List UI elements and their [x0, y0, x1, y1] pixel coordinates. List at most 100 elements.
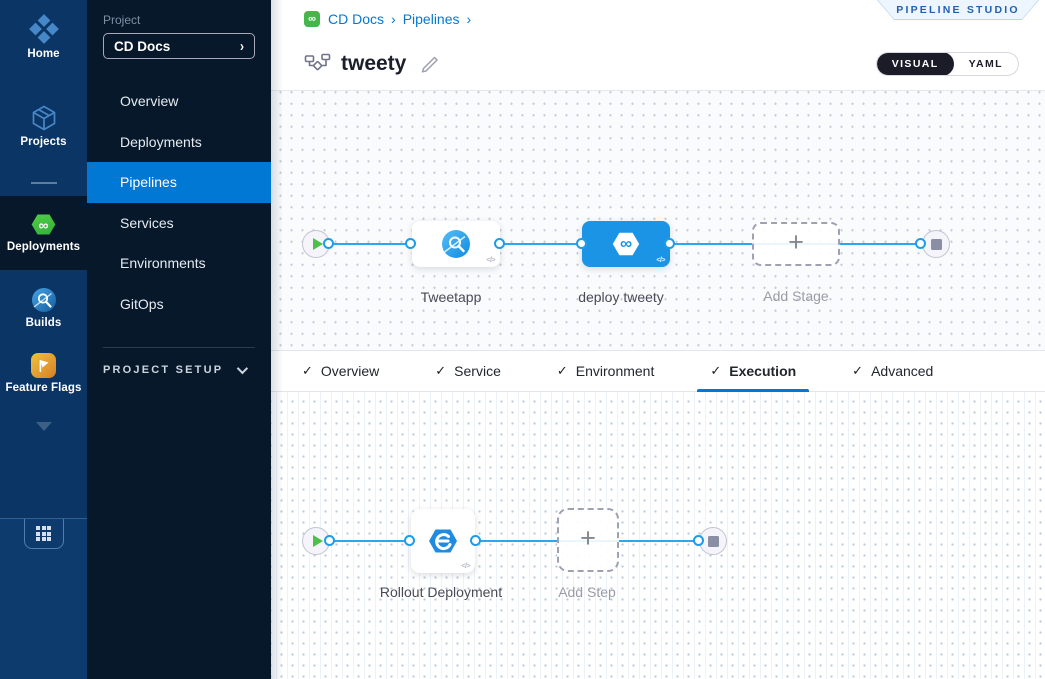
tab-label: Environment: [575, 363, 655, 379]
stage-node-deploy-tweety[interactable]: ∞ </>: [582, 221, 670, 267]
sidebar-item-environments[interactable]: Environments: [87, 243, 271, 284]
chevron-right-icon: ›: [391, 11, 396, 27]
nav-collapse-chevron-icon[interactable]: [35, 422, 52, 431]
step-node-rollout-deployment[interactable]: </>: [411, 509, 475, 573]
connector-port[interactable]: [576, 238, 587, 249]
tab-label: Execution: [729, 363, 797, 379]
project-name: CD Docs: [114, 38, 171, 54]
grid-icon: [36, 526, 51, 541]
tab-label: Advanced: [871, 363, 934, 379]
tab-label: Overview: [320, 363, 380, 379]
project-selector[interactable]: CD Docs ›: [103, 33, 255, 59]
tab-label: Service: [454, 363, 501, 379]
cube-icon: [30, 104, 58, 132]
sidebar-item-label: Deployments: [6, 241, 81, 253]
stage-node-tweetapp[interactable]: </>: [412, 221, 500, 267]
menu-item-label: Pipelines: [120, 174, 177, 191]
add-stage-button[interactable]: +: [752, 222, 840, 266]
stage-label: deploy tweety: [578, 289, 664, 305]
sidebar-item-home[interactable]: Home: [0, 0, 87, 60]
code-icon: </>: [486, 257, 495, 264]
toggle-visual[interactable]: VISUAL: [876, 53, 954, 75]
menu-item-label: Overview: [120, 93, 179, 110]
sidebar-item-feature-flags[interactable]: Feature Flags: [0, 353, 87, 394]
sidebar-item-overview[interactable]: Overview: [87, 81, 271, 122]
connector-port[interactable]: [494, 238, 505, 249]
chevron-right-icon: ›: [466, 11, 472, 27]
project-nav: Project CD Docs › Overview Deployments P…: [87, 0, 271, 679]
project-setup-toggle[interactable]: PROJECT SETUP: [87, 362, 271, 376]
check-icon: ✓: [556, 363, 568, 378]
build-stage-icon: [441, 229, 471, 259]
breadcrumb-project-link[interactable]: CD Docs: [328, 11, 385, 27]
sidebar-item-label: Feature Flags: [5, 382, 82, 394]
pipeline-studio-badge: PIPELINE STUDIO: [877, 0, 1039, 20]
sidebar-item-deployments-list[interactable]: Deployments: [87, 122, 271, 163]
check-icon: ✓: [302, 363, 313, 378]
stage-config-tabs: ✓ Overview ✓ Service ✓ Environment ✓ Exe…: [271, 350, 1045, 392]
chevron-right-icon: ›: [240, 37, 244, 55]
connector-port[interactable]: [323, 238, 334, 249]
menu-item-label: GitOps: [120, 295, 164, 312]
sidebar-item-gitops[interactable]: GitOps: [87, 284, 271, 325]
sidebar-item-pipelines[interactable]: Pipelines: [87, 162, 271, 203]
connector-port[interactable]: [324, 535, 335, 546]
plus-icon: +: [580, 523, 596, 553]
sidebar-item-label: Home: [27, 48, 60, 60]
connector-port[interactable]: [693, 535, 704, 546]
sidebar-item-services[interactable]: Services: [87, 203, 271, 244]
add-step-button[interactable]: +: [557, 508, 619, 572]
tab-execution[interactable]: ✓ Execution: [697, 351, 809, 392]
chevron-down-icon: [237, 362, 249, 375]
tab-service[interactable]: ✓ Service: [422, 351, 514, 391]
edit-pencil-icon[interactable]: [420, 54, 440, 74]
step-connector-line: [316, 540, 699, 542]
check-icon: ✓: [710, 363, 722, 378]
sidebar-item-projects[interactable]: Projects: [0, 104, 87, 148]
execution-canvas[interactable]: </> + Rollout Deployment Add Step: [271, 392, 1045, 679]
code-icon: </>: [461, 563, 470, 570]
connector-port[interactable]: [664, 238, 675, 249]
breadcrumb: ∞ CD Docs › Pipelines › PIPELINE STUDIO: [271, 0, 1045, 38]
menu-item-label: Services: [120, 214, 174, 231]
sidebar-item-builds[interactable]: Builds: [0, 287, 87, 329]
tab-overview[interactable]: ✓ Overview: [289, 351, 392, 391]
add-stage-label: Add Stage: [763, 288, 829, 304]
play-icon: [312, 535, 323, 547]
menu-item-label: Deployments: [120, 133, 202, 150]
sidebar-item-deployments[interactable]: ∞ Deployments: [0, 196, 87, 270]
project-setup-label: PROJECT SETUP: [103, 364, 224, 376]
pipeline-studio-content: ∞ CD Docs › Pipelines › PIPELINE STUDIO …: [271, 0, 1045, 679]
rollout-deployment-icon: [426, 524, 460, 558]
tab-advanced[interactable]: ✓ Advanced: [839, 351, 946, 391]
connector-port[interactable]: [404, 535, 415, 546]
add-step-label: Add Step: [558, 584, 616, 600]
breadcrumb-pipelines-link[interactable]: Pipelines: [402, 11, 460, 27]
step-label: Rollout Deployment: [379, 584, 503, 600]
sidebar-item-label: Projects: [20, 136, 67, 148]
tab-environment[interactable]: ✓ Environment: [544, 351, 668, 391]
nav-divider: [30, 182, 57, 184]
app-grid-button[interactable]: [23, 519, 64, 549]
toggle-yaml[interactable]: YAML: [968, 58, 1003, 70]
sidebar-item-label: Builds: [25, 317, 62, 329]
stage-canvas[interactable]: </> ∞ </> + Tweetapp deploy tweety: [271, 91, 1045, 350]
menu-item-label: Environments: [120, 255, 206, 272]
stop-icon: [707, 535, 719, 547]
connector-port[interactable]: [405, 238, 416, 249]
play-icon: [312, 238, 323, 250]
stop-icon: [930, 238, 942, 250]
home-icon: [28, 14, 59, 44]
pipeline-end-node[interactable]: [922, 230, 950, 258]
connector-port[interactable]: [915, 238, 926, 249]
cd-module-icon: ∞: [304, 11, 320, 27]
check-icon: ✓: [435, 363, 447, 378]
cd-deployments-icon: ∞: [31, 214, 56, 235]
project-section-label: Project: [103, 13, 141, 27]
feature-flags-icon: [31, 353, 56, 378]
connector-port[interactable]: [470, 535, 481, 546]
ci-builds-icon: [31, 287, 57, 313]
stage-label: Tweetapp: [420, 289, 482, 305]
view-toggle: VISUAL YAML: [875, 52, 1019, 76]
